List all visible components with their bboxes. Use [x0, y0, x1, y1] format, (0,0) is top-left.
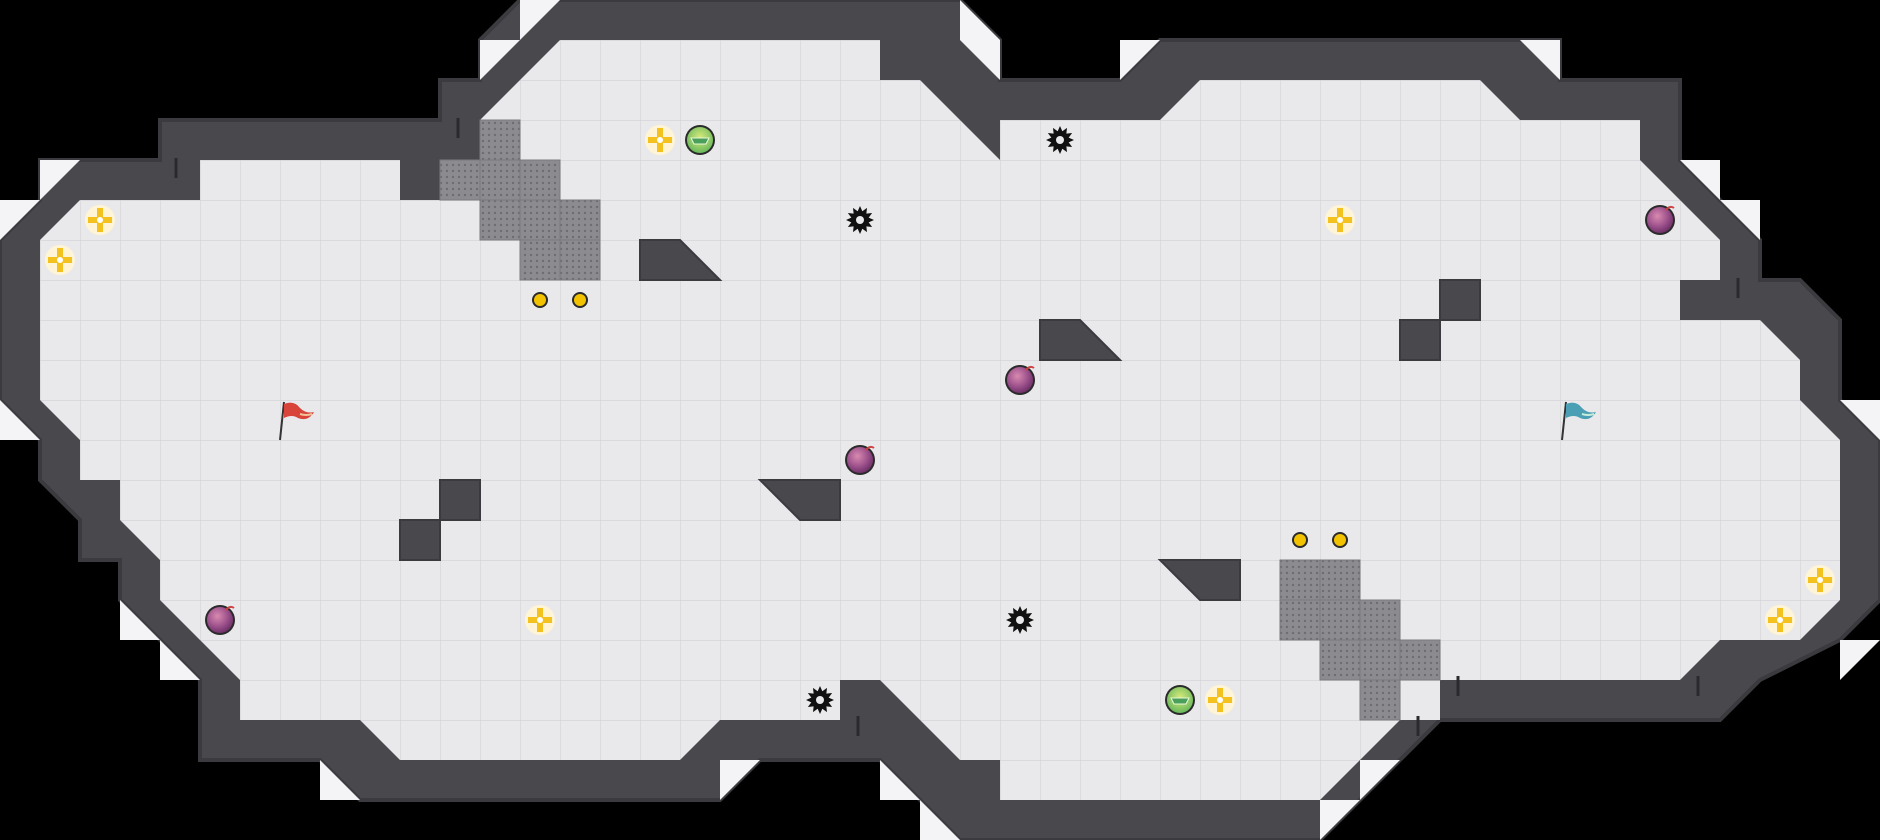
- coins: [532, 292, 1348, 548]
- spike-icon: [806, 686, 834, 714]
- boost-pad-icon[interactable]: [1765, 605, 1795, 635]
- wall-gate-markers: [174, 118, 1740, 736]
- boost-pad-icon[interactable]: [45, 245, 75, 275]
- bomb-icon[interactable]: [845, 445, 875, 475]
- bomb-icon[interactable]: [205, 605, 235, 635]
- coin-icon[interactable]: [1292, 532, 1308, 548]
- red-flag-icon[interactable]: [279, 401, 314, 441]
- boost-pad-icon[interactable]: [85, 205, 115, 235]
- spike-icon: [1046, 126, 1074, 154]
- bomb-icon[interactable]: [1645, 205, 1675, 235]
- powerups: [685, 125, 1195, 715]
- blue-flag-icon[interactable]: [1561, 401, 1596, 441]
- bomb-icon[interactable]: [1005, 365, 1035, 395]
- coin-icon[interactable]: [1332, 532, 1348, 548]
- boost-pad-icon[interactable]: [525, 605, 555, 635]
- bombs: [205, 205, 1675, 635]
- boost-pad-icon[interactable]: [1805, 565, 1835, 595]
- spike-icon: [1006, 606, 1034, 634]
- coin-icon[interactable]: [572, 292, 588, 308]
- powerup-icon[interactable]: [1165, 685, 1195, 715]
- boost-pads: [45, 125, 1835, 715]
- boost-pad-icon[interactable]: [645, 125, 675, 155]
- powerup-icon[interactable]: [685, 125, 715, 155]
- boost-pad-icon[interactable]: [1205, 685, 1235, 715]
- coin-icon[interactable]: [532, 292, 548, 308]
- grate-tiles: [439, 119, 1441, 721]
- spike-icon: [846, 206, 874, 234]
- interior-walls: [399, 239, 1481, 601]
- boost-pad-icon[interactable]: [1325, 205, 1355, 235]
- spikes: [806, 126, 1074, 714]
